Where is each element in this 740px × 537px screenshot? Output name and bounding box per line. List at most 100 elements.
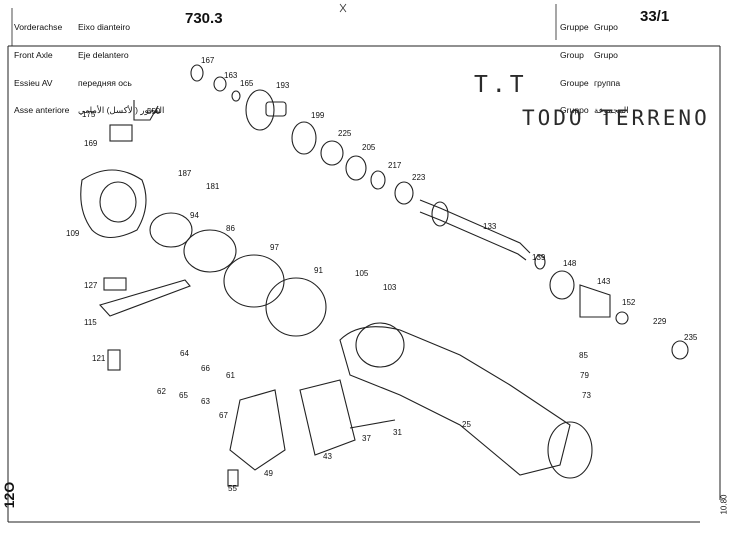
- header-label: передняя ось: [78, 77, 132, 88]
- handwritten-note: TODO TERRENO: [522, 106, 710, 130]
- part-number: 115: [84, 318, 97, 327]
- part-number: 65: [179, 391, 188, 400]
- part-number: 43: [323, 452, 332, 461]
- header-label: Gruppe: [560, 22, 589, 33]
- part-number: 121: [92, 354, 106, 363]
- part-number: 62: [157, 387, 166, 396]
- part-number: 63: [201, 397, 210, 406]
- header-label: Vorderachse: [14, 22, 63, 33]
- part-number: 550: [147, 107, 161, 116]
- part-number: 91: [314, 266, 323, 275]
- housing-flange: [355, 322, 405, 368]
- handwritten-mark: T.T: [474, 72, 528, 98]
- plate-127: [103, 277, 127, 291]
- part-number: 64: [180, 349, 189, 358]
- knuckle-bore: [99, 181, 137, 223]
- part-number: 67: [219, 411, 228, 420]
- header-label: المجموعة: [594, 105, 629, 116]
- header-label: Eje delantero: [78, 50, 129, 61]
- cover-43: [299, 379, 356, 456]
- part-number: 235: [684, 333, 698, 342]
- header-label: Groupe: [560, 77, 589, 88]
- part-number: 225: [338, 129, 352, 138]
- clamp-148: [549, 270, 575, 300]
- part-number: 175: [82, 110, 96, 119]
- header-label: группа: [594, 77, 621, 88]
- washer-163: [213, 76, 227, 92]
- part-number: 229: [653, 317, 667, 326]
- bolt-37: [349, 419, 396, 429]
- header-label: Front Axle: [14, 50, 53, 61]
- knuckle-109: [80, 169, 147, 239]
- axle-end-flange: [547, 421, 593, 479]
- group-number: 33/1: [640, 8, 670, 25]
- ring-139: [534, 254, 546, 270]
- ring-217: [370, 170, 386, 190]
- bolt-121: [107, 349, 121, 371]
- part-number: 165: [240, 79, 254, 88]
- part-number: 86: [226, 224, 235, 233]
- part-number: 49: [264, 469, 273, 478]
- cover-49: [229, 389, 286, 471]
- part-number: 79: [580, 371, 589, 380]
- gasket-97: [223, 254, 285, 308]
- header-label: Grupo: [594, 22, 618, 33]
- seal-225: [320, 140, 344, 166]
- page-code: 730.3: [185, 10, 223, 27]
- header-label: المحور (الأكسل) الأمامي: [78, 105, 165, 116]
- part-number: 187: [178, 169, 192, 178]
- seal-235: [671, 340, 689, 360]
- part-number: 55: [228, 484, 237, 493]
- header-lang-col-2: Eixo dianteiro Eje delantero передняя ос…: [78, 5, 164, 134]
- part-number: 152: [622, 298, 636, 307]
- part-number: 109: [66, 229, 80, 238]
- part-number: 163: [224, 71, 238, 80]
- part-number: 193: [276, 81, 290, 90]
- part-number: 148: [563, 259, 577, 268]
- header-group-col-1: Gruppe Group Groupe Gruppo: [560, 5, 589, 134]
- hub-shaft-193: [265, 101, 287, 117]
- header-group-col-2: Grupo Grupo группа المجموعة: [594, 5, 629, 134]
- gasket-94: [149, 212, 193, 248]
- header-label: Asse anteriore: [14, 105, 70, 116]
- clamp-152: [615, 311, 629, 325]
- drive-shaft-133: [419, 199, 531, 254]
- part-number: 223: [412, 173, 426, 182]
- part-number: 199: [311, 111, 325, 120]
- axle-housing-25: [339, 326, 571, 476]
- part-number: 205: [362, 143, 376, 152]
- part-number: 139: [532, 253, 546, 262]
- bearing-223: [394, 181, 414, 205]
- header-label: Essieu AV: [14, 77, 53, 88]
- part-number: 61: [226, 371, 235, 380]
- hub-flange-193: [245, 89, 275, 131]
- part-number: 66: [201, 364, 210, 373]
- part-number: 85: [579, 351, 588, 360]
- part-number: 169: [84, 139, 98, 148]
- boot-143: [579, 284, 611, 318]
- part-number: 31: [393, 428, 402, 437]
- part-number: 133: [483, 222, 497, 231]
- header-label: Group: [560, 50, 584, 61]
- bracket-550: [133, 100, 159, 121]
- gasket-86: [183, 229, 237, 273]
- bearing-199: [291, 121, 317, 155]
- part-number: 103: [383, 283, 397, 292]
- header-lang-col-1: Vorderachse Front Axle Essieu AV Asse an…: [14, 5, 69, 134]
- bolt-55: [227, 469, 239, 487]
- part-number-labels: 167 163 165 193 175 550 169 199 225 205 …: [66, 56, 698, 493]
- part-number: 97: [270, 243, 279, 252]
- steering-arm-115: [99, 279, 191, 317]
- part-number: 217: [388, 161, 402, 170]
- header-label: Gruppo: [560, 105, 589, 116]
- part-number: 94: [190, 211, 199, 220]
- part-number: 105: [355, 269, 369, 278]
- part-number: 73: [582, 391, 591, 400]
- seal-ring-167: [190, 64, 204, 82]
- header-label: Eixo dianteiro: [78, 22, 131, 33]
- bracket-169: [109, 124, 133, 142]
- part-number: 37: [362, 434, 371, 443]
- part-number: 127: [84, 281, 98, 290]
